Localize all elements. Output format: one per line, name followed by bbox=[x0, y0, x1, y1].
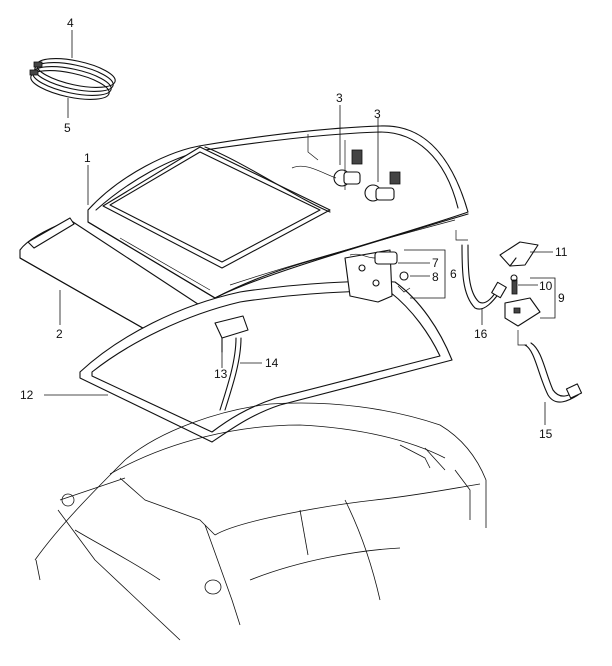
callout-14: 14 bbox=[265, 356, 279, 370]
callout-3b: 3 bbox=[374, 107, 381, 121]
clip-cover-part[interactable] bbox=[499, 241, 539, 267]
callout-5: 5 bbox=[64, 121, 71, 135]
bracket-part[interactable] bbox=[214, 315, 249, 353]
hose-16-part[interactable] bbox=[455, 230, 507, 310]
callout-16: 16 bbox=[474, 327, 488, 341]
roof-seal[interactable] bbox=[79, 280, 453, 443]
spring-clip-part[interactable] bbox=[397, 271, 411, 293]
callout-3a: 3 bbox=[336, 91, 343, 105]
coiled-cable-part[interactable] bbox=[28, 53, 117, 105]
callout-8: 8 bbox=[432, 270, 439, 284]
vehicle-reference-outline bbox=[34, 402, 487, 641]
latch-plate-assembly[interactable] bbox=[344, 249, 398, 303]
latch-part[interactable] bbox=[504, 297, 541, 327]
roof-drive-unit-right[interactable] bbox=[364, 171, 401, 202]
callout-7: 7 bbox=[432, 256, 439, 270]
hardtop-roof-panel[interactable] bbox=[87, 125, 469, 299]
callout-11: 11 bbox=[555, 245, 568, 259]
callout-15: 15 bbox=[539, 427, 553, 441]
bracket-6 bbox=[404, 249, 446, 299]
roof-drive-unit-left[interactable] bbox=[291, 149, 363, 187]
callout-9: 9 bbox=[558, 291, 565, 305]
bracket-9 bbox=[530, 277, 556, 319]
callout-12: 12 bbox=[20, 388, 34, 402]
callout-6: 6 bbox=[450, 267, 457, 281]
callout-4: 4 bbox=[67, 16, 74, 30]
callout-10: 10 bbox=[539, 279, 553, 293]
pin-part[interactable] bbox=[510, 274, 518, 295]
hose-15-part[interactable] bbox=[517, 330, 583, 403]
callout-2: 2 bbox=[56, 327, 63, 341]
callout-1: 1 bbox=[84, 151, 91, 165]
callout-13: 13 bbox=[214, 367, 228, 381]
drain-hose-part[interactable] bbox=[219, 337, 242, 411]
